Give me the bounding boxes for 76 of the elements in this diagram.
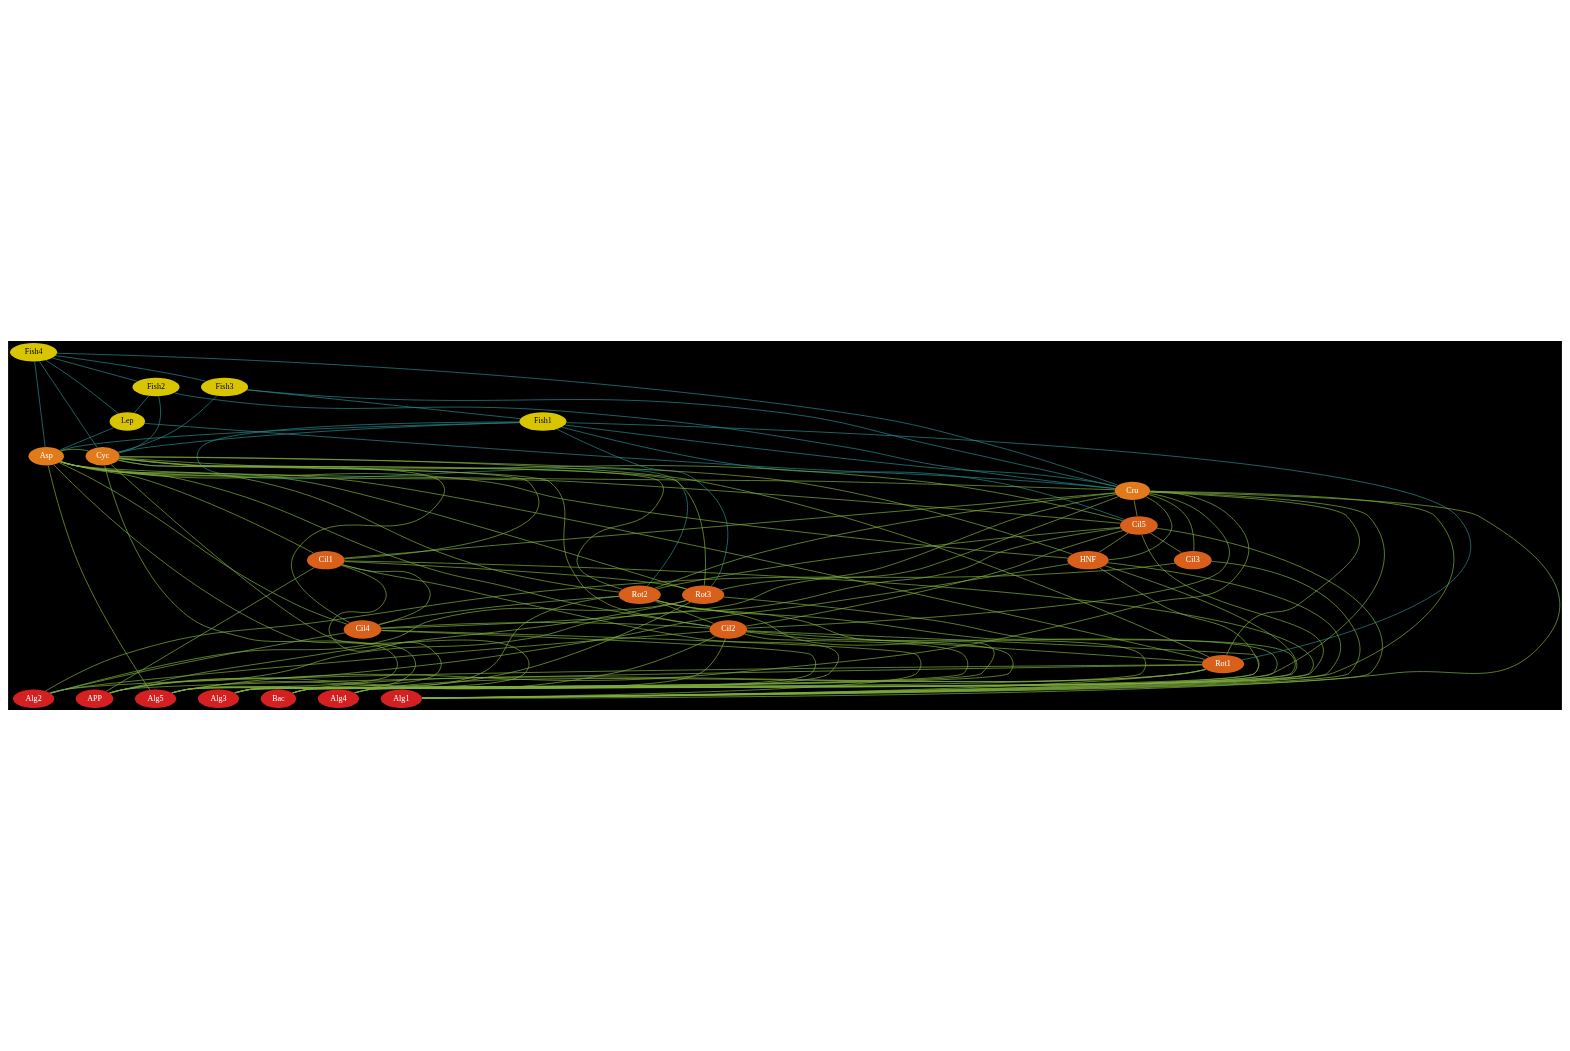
connector: [118, 395, 161, 454]
connector: [56, 352, 1119, 486]
node-ellipse: HNF: [1067, 550, 1109, 570]
connector: [1108, 496, 1173, 560]
node-ellipse: Rot2: [618, 585, 661, 604]
node-ellipse: Cil2: [709, 620, 748, 639]
connector: [58, 462, 348, 625]
connector: [746, 493, 1230, 629]
node-ellipse: Cil3: [1173, 550, 1212, 570]
node-ellipse: Alg2: [12, 689, 55, 708]
connector: [1149, 491, 1360, 656]
connector: [45, 562, 1176, 692]
connector: [39, 361, 98, 448]
connector: [171, 490, 1250, 694]
node-ellipse: Rot3: [682, 585, 725, 604]
connector: [171, 565, 442, 694]
connector: [47, 465, 151, 691]
connector: [55, 355, 207, 382]
connector: [105, 567, 315, 692]
node-ellipse: Alg3: [197, 689, 240, 708]
connector: [746, 630, 1203, 663]
connector: [144, 423, 1116, 489]
connector: [354, 534, 1324, 694]
node-ellipse: Asp: [28, 447, 64, 466]
connector: [381, 630, 922, 699]
connector: [110, 464, 530, 694]
node-ellipse: Cil1: [306, 550, 345, 570]
connector: [109, 527, 1122, 694]
node-ellipse: Lep: [109, 412, 146, 431]
connector: [1148, 494, 1195, 552]
connector: [59, 427, 115, 451]
node-ellipse: Bac: [260, 689, 297, 708]
connector: [45, 359, 119, 414]
node-ellipse: Cyc: [85, 447, 120, 466]
connector: [109, 563, 1070, 694]
connector: [60, 448, 89, 452]
connector: [656, 527, 1121, 590]
connector: [341, 564, 431, 626]
node-ellipse: APP: [75, 689, 114, 708]
node-ellipse: Rot1: [1201, 654, 1245, 674]
connector: [380, 622, 710, 629]
connector: [104, 465, 398, 694]
connector: [564, 424, 1117, 487]
connector: [565, 422, 1471, 661]
connector: [53, 464, 416, 694]
connector: [561, 426, 1125, 520]
connector: [556, 428, 729, 587]
connector: [50, 632, 346, 694]
node-ellipse: Cru: [1114, 481, 1151, 501]
connector: [52, 357, 138, 382]
connector: [49, 631, 711, 694]
node-ellipse: Fish4: [10, 343, 58, 362]
connector: [720, 494, 1117, 591]
connector: [1149, 532, 1182, 553]
node-ellipse: Alg5: [134, 689, 177, 708]
connector: [60, 461, 314, 554]
connector: [343, 492, 1116, 559]
node-ellipse: Alg1: [380, 689, 423, 708]
node-ellipse: Fish3: [200, 377, 249, 397]
connector: [745, 530, 1124, 627]
connector: [234, 564, 839, 694]
connector: [1098, 532, 1129, 553]
node-ellipse: Cil4: [343, 620, 382, 639]
connector: [381, 496, 1119, 629]
connector: [171, 638, 726, 694]
node-ellipse: Fish1: [519, 412, 567, 431]
connector: [34, 361, 46, 448]
connector: [117, 395, 218, 453]
node-ellipse: Fish2: [132, 377, 180, 397]
connector: [654, 492, 1116, 589]
node-ellipse: Alg4: [317, 689, 360, 708]
connector: [133, 395, 150, 414]
connector: [117, 459, 539, 560]
connector: [1133, 499, 1138, 517]
connector: [654, 600, 715, 624]
node-ellipse: Cil5: [1120, 516, 1158, 535]
